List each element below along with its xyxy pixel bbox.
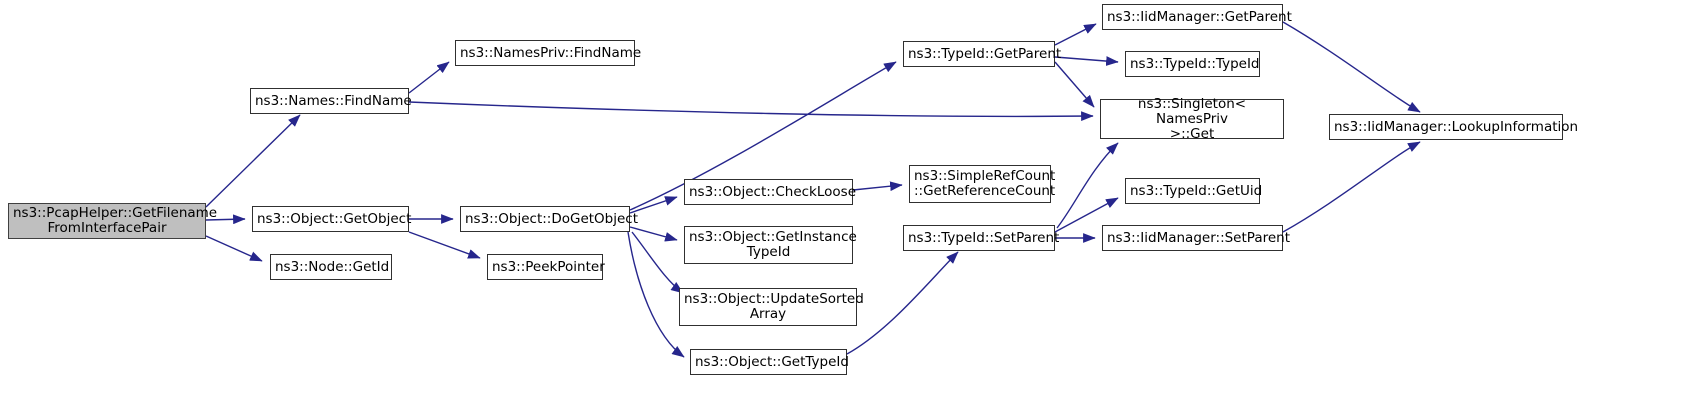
graph-node-n19[interactable]: ns3::IidManager::LookupInformation xyxy=(1329,114,1579,140)
graph-edge-n5-to-n10 xyxy=(627,231,685,358)
graph-node-label: ns3::Node::GetId xyxy=(275,258,390,275)
graph-node-label: ns3::Object::GetInstance TypeId xyxy=(689,229,857,260)
graph-edge-n7-to-n11 xyxy=(852,181,903,192)
graph-node-label: ns3::IidManager::GetParent xyxy=(1107,8,1292,25)
graph-node-n14[interactable]: ns3::IidManager::GetParent xyxy=(1102,4,1292,30)
graph-node-label: ns3::TypeId::TypeId xyxy=(1130,55,1260,72)
graph-node-n16[interactable]: ns3::Singleton< NamesPriv >::Get xyxy=(1100,95,1284,142)
graph-node-label: ns3::PeekPointer xyxy=(492,258,605,275)
graph-node-n15[interactable]: ns3::TypeId::TypeId xyxy=(1125,51,1260,77)
graph-node-n6[interactable]: ns3::PeekPointer xyxy=(487,254,605,280)
graph-node-label: ns3::IidManager::LookupInformation xyxy=(1334,118,1579,135)
graph-node-n17[interactable]: ns3::TypeId::GetUid xyxy=(1125,178,1263,204)
graph-edge-n5-to-n8 xyxy=(629,226,678,242)
graph-edge-n18-to-n19 xyxy=(1282,141,1421,233)
graph-edge-n13-to-n16 xyxy=(1054,61,1095,108)
graph-edge-n13-to-n15 xyxy=(1054,56,1119,66)
graph-node-n18[interactable]: ns3::IidManager::SetParent xyxy=(1102,225,1290,251)
graph-node-label: ns3::NamesPriv::FindName xyxy=(460,44,642,61)
graph-edge-n0-to-n4 xyxy=(205,235,263,262)
graph-edge-n14-to-n19 xyxy=(1282,21,1421,113)
graph-node-n10[interactable]: ns3::Object::GetTypeId xyxy=(690,349,849,375)
graph-node-n9[interactable]: ns3::Object::UpdateSorted Array xyxy=(679,288,864,326)
graph-node-label: ns3::Singleton< NamesPriv >::Get xyxy=(1137,95,1247,142)
graph-node-n12[interactable]: ns3::TypeId::SetParent xyxy=(903,225,1060,251)
graph-node-label: ns3::Object::GetTypeId xyxy=(695,353,849,370)
graph-node-n3[interactable]: ns3::Object::GetObject xyxy=(252,206,412,232)
graph-node-n5[interactable]: ns3::Object::DoGetObject xyxy=(460,206,639,232)
graph-node-label: ns3::TypeId::SetParent xyxy=(908,229,1060,246)
graph-node-label: ns3::PcapHelper::GetFilename FromInterfa… xyxy=(13,205,218,236)
graph-edge-n3-to-n6 xyxy=(408,231,481,259)
graph-node-n2[interactable]: ns3::NamesPriv::FindName xyxy=(455,40,642,66)
graph-edge-n12-to-n16 xyxy=(1056,142,1119,229)
graph-edge-n5-to-n9 xyxy=(631,231,684,294)
graph-node-label: ns3::TypeId::GetUid xyxy=(1130,182,1263,199)
graph-node-n8[interactable]: ns3::Object::GetInstance TypeId xyxy=(684,226,857,264)
graph-node-n1[interactable]: ns3::Names::FindName xyxy=(250,88,412,114)
graph-edge-n0-to-n1 xyxy=(205,114,301,208)
graph-node-n13[interactable]: ns3::TypeId::GetParent xyxy=(903,41,1062,67)
graph-node-label: ns3::SimpleRefCount ::GetReferenceCount xyxy=(914,168,1056,199)
graph-edge-n1-to-n16 xyxy=(408,101,1094,122)
graph-node-n7[interactable]: ns3::Object::CheckLoose xyxy=(684,179,857,205)
graph-node-label: ns3::Object::CheckLoose xyxy=(689,183,857,200)
graph-node-label: ns3::IidManager::SetParent xyxy=(1107,229,1290,246)
graph-edge-n1-to-n2 xyxy=(408,61,450,94)
graph-node-n0[interactable]: ns3::PcapHelper::GetFilename FromInterfa… xyxy=(8,203,218,239)
graph-node-label: ns3::TypeId::GetParent xyxy=(908,45,1062,62)
graph-node-label: ns3::Object::UpdateSorted Array xyxy=(684,291,864,322)
graph-node-label: ns3::Names::FindName xyxy=(255,92,412,109)
graph-node-n11[interactable]: ns3::SimpleRefCount ::GetReferenceCount xyxy=(909,165,1056,203)
graph-node-n4[interactable]: ns3::Node::GetId xyxy=(270,254,392,280)
graph-node-label: ns3::Object::DoGetObject xyxy=(465,210,639,227)
graph-node-label: ns3::Object::GetObject xyxy=(257,210,412,227)
graph-edge-n13-to-n14 xyxy=(1054,23,1097,46)
